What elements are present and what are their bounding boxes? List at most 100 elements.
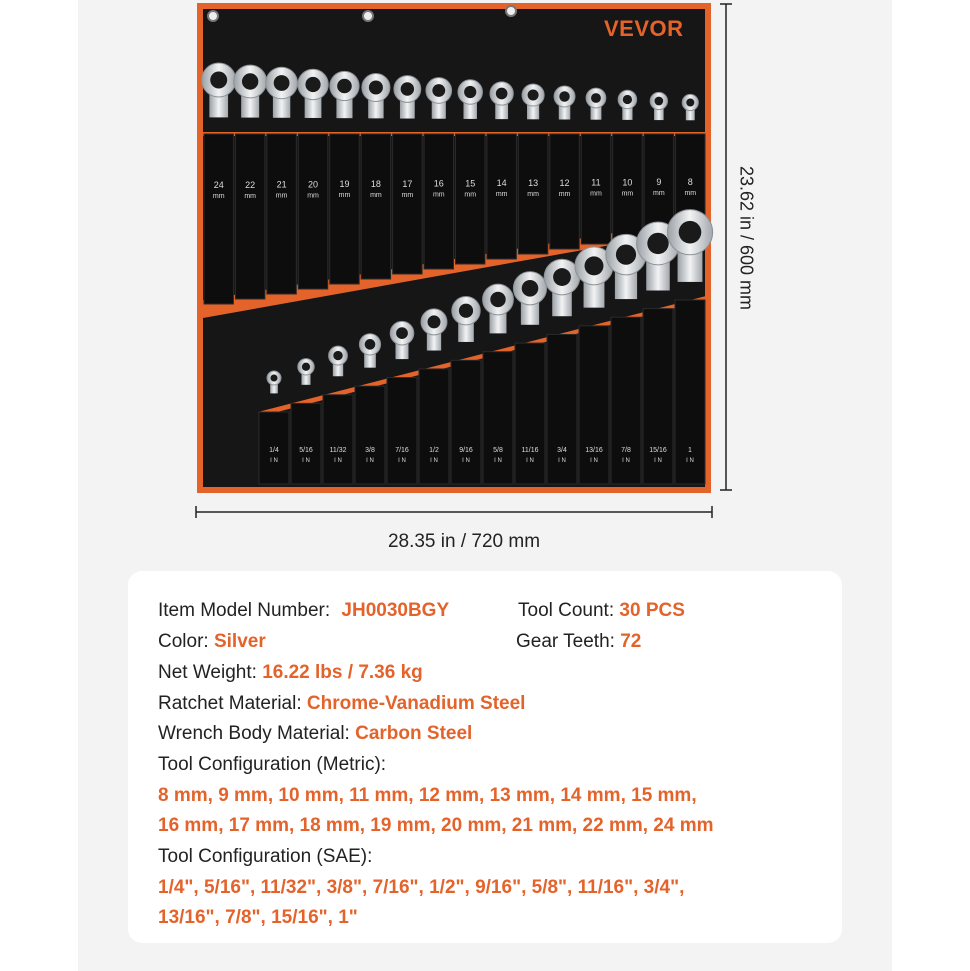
metric-size-label: 15 xyxy=(465,178,475,188)
sae-pocket xyxy=(258,411,290,485)
sae-pocket xyxy=(418,368,450,485)
metric-pocket xyxy=(392,133,423,275)
sae-pocket xyxy=(322,394,354,485)
wrench-ratchet-hole xyxy=(301,362,311,371)
sae-size-label: 9/16 xyxy=(459,447,473,454)
wrench-ratchet-hole xyxy=(654,96,664,106)
sae-pocket xyxy=(514,342,546,485)
wrench-ratchet-hole xyxy=(647,232,669,255)
color-value: Silver xyxy=(213,631,266,652)
tool-count-value: 30 PCS xyxy=(619,600,685,621)
wrench-ratchet-hole xyxy=(305,76,321,93)
metric-unit-label: mm xyxy=(684,190,696,197)
model-number-label: Item Model Number: xyxy=(158,600,331,621)
wrench-ratchet-hole xyxy=(400,82,415,96)
spec-card: Item Model Number: JH0030BGY Tool Count:… xyxy=(128,571,842,943)
tool-count-label: Tool Count: xyxy=(518,600,615,621)
tool-count-line: Tool Count: 30 PCS xyxy=(518,599,685,623)
wrench-ratchet-hole xyxy=(273,75,290,91)
color-line: Color: Silver xyxy=(158,630,266,654)
metric-size-label: 16 xyxy=(434,179,444,189)
metric-size-label: 19 xyxy=(339,179,349,189)
sae-size-label: 5/8 xyxy=(493,447,503,454)
sae-unit-label: I N xyxy=(686,458,694,464)
sae-pocket xyxy=(610,316,642,485)
metric-config-line-2: 16 mm, 17 mm, 18 mm, 19 mm, 20 mm, 21 mm… xyxy=(158,815,714,836)
ratchet-material-value: Chrome-Vanadium Steel xyxy=(306,693,526,714)
sae-size-label: 15/16 xyxy=(649,447,667,454)
sae-pocket xyxy=(546,333,578,485)
gear-teeth-label: Gear Teeth: xyxy=(516,631,615,652)
metric-size-label: 11 xyxy=(591,178,600,188)
sae-size-label: 1/4 xyxy=(269,447,279,454)
body-material-value: Carbon Steel xyxy=(355,723,473,744)
sae-unit-label: I N xyxy=(494,458,502,464)
metric-pocket xyxy=(297,133,329,290)
divider-band xyxy=(203,218,706,318)
metric-unit-label: mm xyxy=(276,193,288,200)
metric-unit-label: mm xyxy=(653,190,665,197)
sae-unit-label: I N xyxy=(430,458,438,464)
net-weight-line: Net Weight: 16.22 lbs / 7.36 kg xyxy=(158,661,423,685)
metric-unit-label: mm xyxy=(307,192,319,199)
metric-pocket xyxy=(329,133,360,285)
metric-size-label: 20 xyxy=(308,179,318,189)
wrench-ratchet-hole xyxy=(432,84,446,97)
wrench-ratchet-hole xyxy=(364,339,376,350)
wrench-neck xyxy=(622,99,633,120)
metric-unit-label: mm xyxy=(402,192,414,199)
wrench-ratchet-hole xyxy=(553,268,571,286)
metric-unit-label: mm xyxy=(590,191,602,198)
color-label: Color: xyxy=(158,631,209,652)
model-number-line: Item Model Number: JH0030BGY xyxy=(158,599,449,623)
wrench-ratchet-hole xyxy=(615,244,637,265)
wrench-neck xyxy=(364,344,376,368)
metric-pocket xyxy=(423,133,454,270)
model-number-value: JH0030BGY xyxy=(341,600,450,621)
sae-size-label: 7/16 xyxy=(395,447,409,454)
sae-unit-label: I N xyxy=(622,458,630,464)
metric-pocket xyxy=(455,133,486,265)
sae-unit-label: I N xyxy=(526,458,534,464)
sae-pocket xyxy=(642,308,674,485)
sae-unit-label: I N xyxy=(334,458,342,464)
metric-size-label: 13 xyxy=(528,178,538,188)
wrench-ratchet-hole xyxy=(591,93,601,103)
wrench-neck xyxy=(558,96,571,120)
wrench-ratchet-hole xyxy=(270,374,278,382)
wrench-neck xyxy=(332,355,344,377)
wrench-ratchet-hole xyxy=(464,85,477,99)
metric-pocket xyxy=(643,133,675,235)
wrench-roll-illustration: 24mm22mm21mm20mm19mm18mm17mm16mm15mm14mm… xyxy=(195,3,732,518)
metric-pocket xyxy=(612,133,643,240)
metric-pocket xyxy=(203,133,234,305)
wrench-ratchet-hole xyxy=(527,89,539,101)
wrench-ratchet-hole xyxy=(210,71,228,89)
sae-size-label: 11/16 xyxy=(522,447,539,454)
metric-config-label: Tool Configuration (Metric): xyxy=(158,754,387,775)
metric-config-line-1: 8 mm, 9 mm, 10 mm, 11 mm, 12 mm, 13 mm, … xyxy=(158,785,697,806)
sae-pocket xyxy=(578,325,610,485)
sae-size-label: 3/8 xyxy=(365,447,375,454)
net-weight-value: 16.22 lbs / 7.36 kg xyxy=(262,662,423,683)
metric-pocket xyxy=(486,133,517,260)
sae-size-label: 1/2 xyxy=(429,447,439,454)
sae-pocket xyxy=(354,385,386,485)
grommet xyxy=(362,10,374,22)
metric-size-label: 24 xyxy=(214,180,224,190)
wrench-neck xyxy=(270,378,278,394)
metric-unit-label: mm xyxy=(244,193,256,200)
wrench-ratchet-hole xyxy=(396,327,408,340)
metric-pocket xyxy=(549,133,580,250)
wrench-neck xyxy=(590,98,602,120)
metric-unit-label: mm xyxy=(433,192,445,199)
ratchet-material-label: Ratchet Material: xyxy=(158,693,302,714)
ratchet-material-line: Ratchet Material: Chrome-Vanadium Steel xyxy=(158,692,525,716)
sae-config-label: Tool Configuration (SAE): xyxy=(158,846,373,867)
wrench-neck xyxy=(301,366,311,385)
wrench-ratchet-hole xyxy=(368,80,383,95)
metric-unit-label: mm xyxy=(622,190,634,197)
net-weight-label: Net Weight: xyxy=(158,662,257,683)
sae-unit-label: I N xyxy=(462,458,470,464)
